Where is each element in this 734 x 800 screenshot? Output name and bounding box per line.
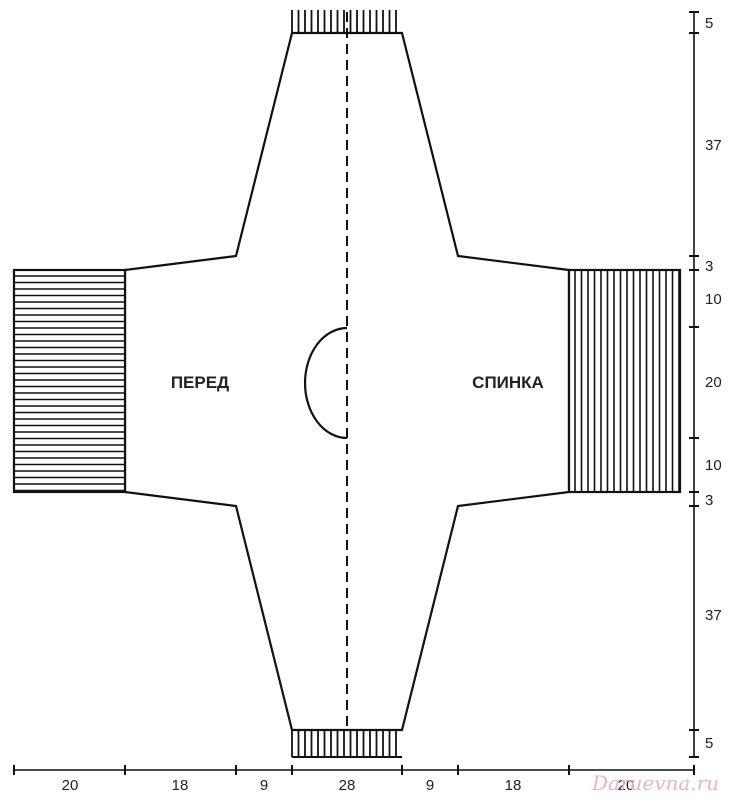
right-dim-8: 37	[705, 607, 722, 624]
bottom-ribbing	[291, 730, 402, 758]
right-dim-4: 10	[705, 291, 722, 308]
watermark-text: Daruevna.ru	[591, 771, 719, 795]
right-dim-7: 3	[705, 492, 713, 509]
right-dim-3: 3	[705, 258, 713, 275]
bottom-dim-5: 9	[426, 777, 434, 794]
bottom-dim-6: 18	[505, 777, 522, 794]
right-dim-6: 10	[705, 457, 722, 474]
front-label: ПЕРЕД	[171, 373, 229, 392]
right-dim-2: 37	[705, 137, 722, 154]
bottom-dim-7: 20	[618, 777, 635, 794]
back-label: СПИНКА	[472, 373, 544, 392]
neckline	[303, 326, 348, 440]
left-cuff-ribbing	[12, 268, 127, 494]
bottom-dim-2: 18	[172, 777, 189, 794]
right-dim-5: 20	[705, 374, 722, 391]
bottom-dim-3: 9	[260, 777, 268, 794]
bottom-dimension-line: 20 18 9 28 9 18 20	[13, 765, 695, 794]
top-ribbing	[291, 10, 397, 33]
right-dim-1: 5	[705, 15, 713, 32]
right-cuff-ribbing	[567, 268, 682, 494]
right-dim-9: 5	[705, 735, 713, 752]
bottom-dim-4: 28	[339, 777, 356, 794]
bottom-dim-1: 20	[62, 777, 79, 794]
right-dimension-line: 5 37 3 10 20 10 3 37 5	[689, 11, 722, 758]
